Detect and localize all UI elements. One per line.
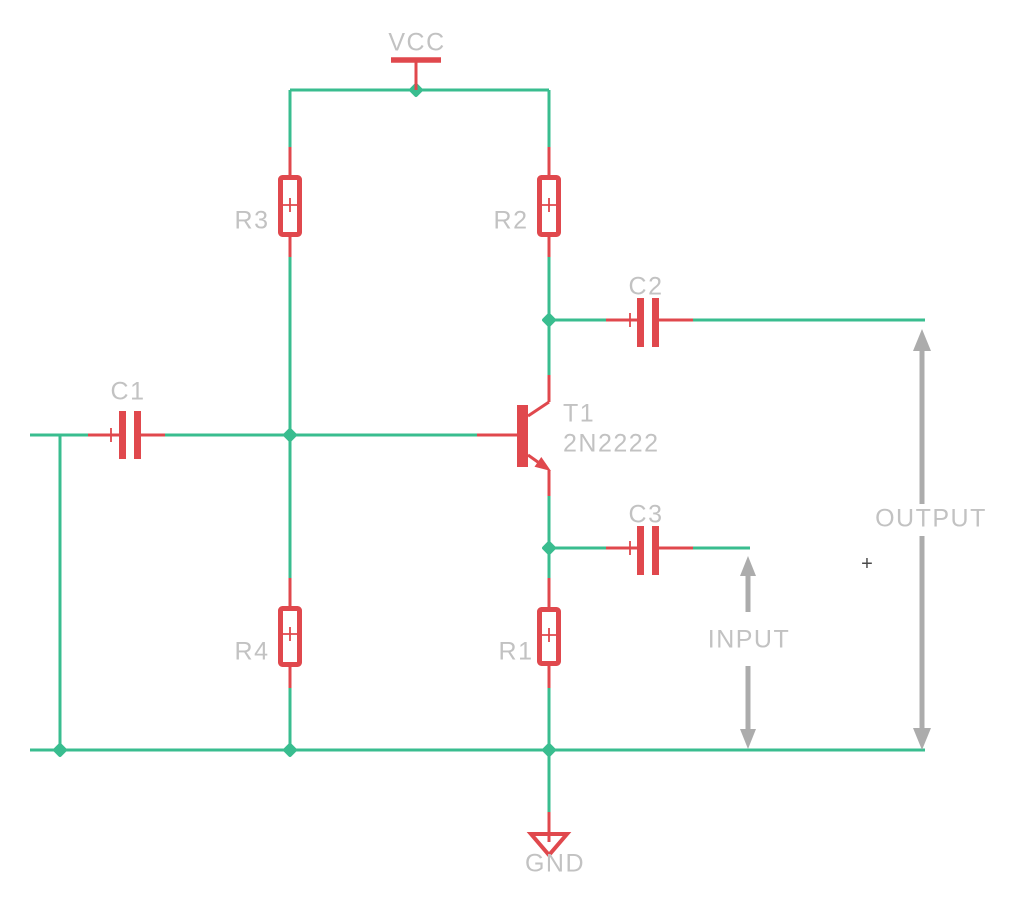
resistor-R1 [537,578,561,688]
transistor-T1-part-label: 2N2222 [563,429,660,458]
arrow-down-icon [740,729,756,749]
junction-dot [283,743,297,757]
base-bar [517,405,528,467]
capacitor-C2-label: C2 [628,272,664,301]
junction-dot [53,743,67,757]
junction-dots [53,83,556,757]
capacitor-plate [652,298,659,347]
transistor-T1-ref-label: T1 [563,399,596,428]
junction-dot [542,541,556,555]
gnd-label: GND [524,849,586,878]
polarity-mark [542,628,556,642]
junction-dot [542,313,556,327]
junction-dot [283,428,297,442]
capacitor-plate [637,526,644,575]
output-range-arrow [913,329,931,750]
emitter-arrow-icon [534,457,551,471]
capacitor-plate [637,298,644,347]
capacitor-C3-label: C3 [628,500,664,529]
collector-diagonal [527,400,550,418]
resistor-R3 [278,147,302,257]
vcc-label: VCC [388,28,446,57]
resistor-R3-label: R3 [234,206,270,235]
capacitor-plate [134,411,141,459]
capacitor-plate [652,526,659,575]
polarity-mark [283,198,297,212]
capacitor-C1-label: C1 [110,377,146,406]
resistor-R2-label: R2 [493,206,529,235]
output-polarity-label: + [861,553,873,575]
transistor-T1 [477,375,551,496]
polarity-mark [283,627,297,641]
arrow-down-icon [913,728,931,750]
junction-dot [542,743,556,757]
polarity-mark [542,198,556,212]
input-label: INPUT [707,625,791,654]
output-label: OUTPUT [875,504,987,533]
resistor-R4 [278,578,302,688]
capacitor-C2 [606,298,693,347]
resistor-R2 [537,147,561,257]
gnd-symbol [526,812,572,859]
input-range-arrow [740,556,756,749]
wire-net [30,88,925,812]
resistor-R4-label: R4 [234,637,270,666]
arrow-up-icon [740,556,756,576]
arrow-up-icon [913,329,931,351]
capacitor-C3 [606,526,693,575]
capacitor-C1 [88,411,165,459]
resistor-R1-label: R1 [498,637,534,666]
vcc-symbol [391,57,441,90]
gnd-triangle [526,832,572,859]
capacitor-plate [119,411,126,459]
